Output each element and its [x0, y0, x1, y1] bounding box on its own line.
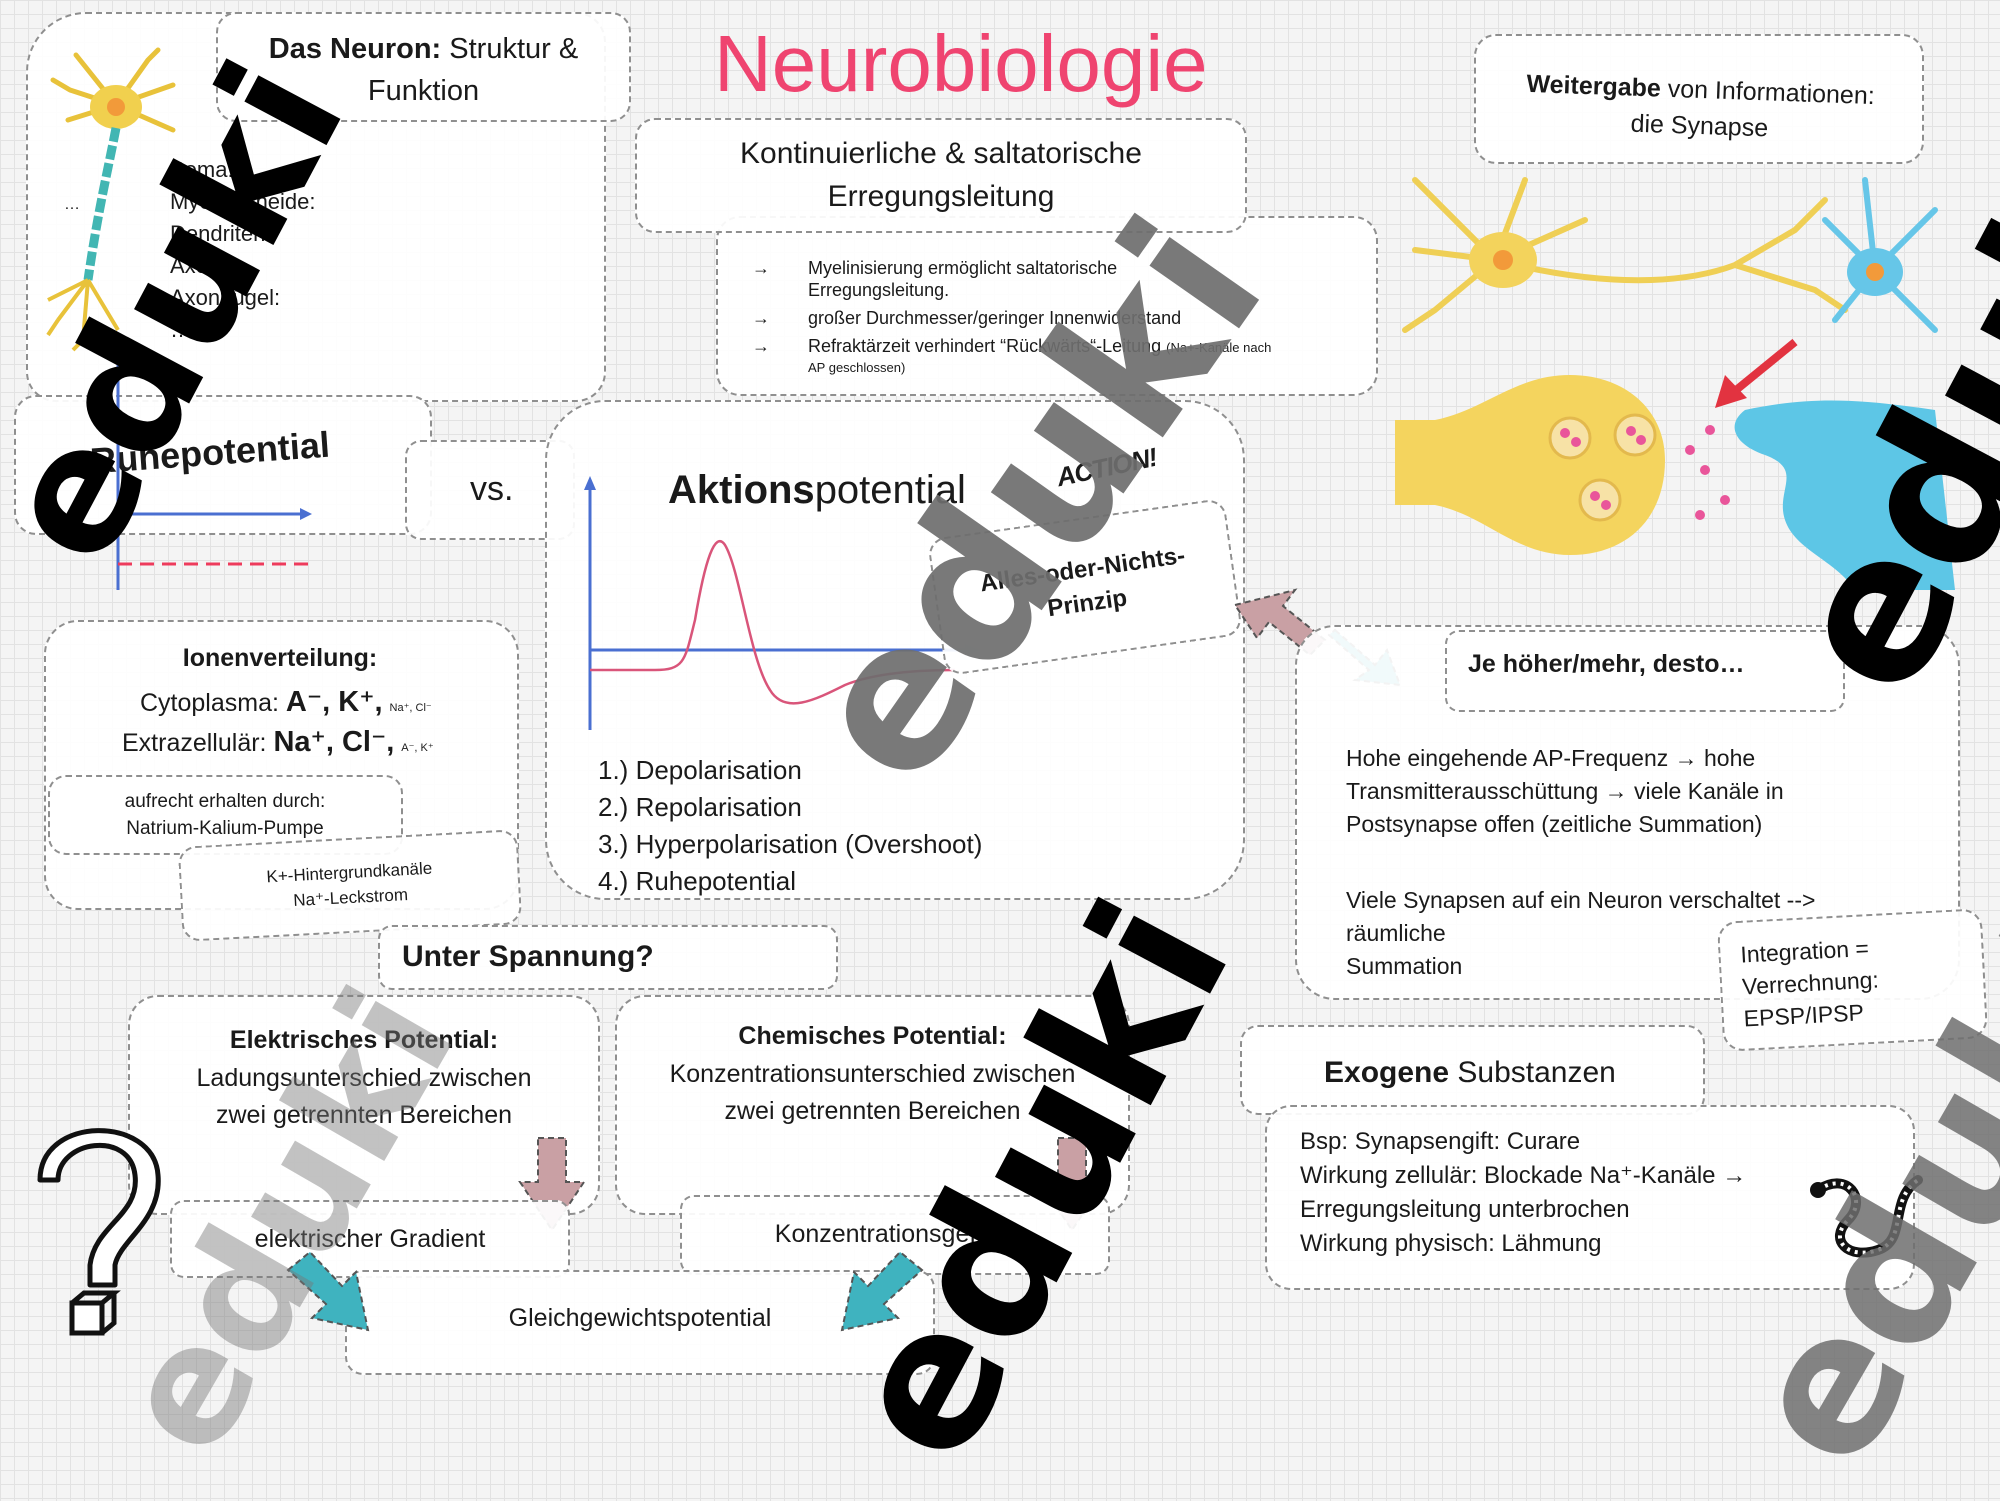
ionen-heading: Ionenverteilung: [182, 644, 378, 672]
equilibrium-label: Gleichgewichtspotential [508, 1304, 772, 1332]
arrow-down-right-icon [286, 1250, 370, 1332]
leitung-heading-box [635, 118, 1247, 233]
desto-line: Summation [1346, 953, 1463, 979]
leitung-bullet: →großer Durchmesser/geringer Innenwiders… [752, 304, 1271, 332]
phase-item: 1.) Depolarisation [598, 755, 802, 785]
elec-text: Ladungsunterschied zwischen zwei getrenn… [128, 1060, 600, 1134]
page-title: Neurobiologie [714, 19, 1208, 108]
arrow-down-icon [518, 1137, 586, 1232]
neuron-heading: Das Neuron: Struktur & Funktion [268, 33, 579, 107]
desto-heading: Je höher/mehr, desto… [1468, 650, 1745, 678]
chem-card [615, 995, 1130, 1215]
elec-gradient: elektrischer Gradient [254, 1225, 486, 1253]
chem-gradient: Konzentrationsgefälle [774, 1220, 1016, 1248]
desto-line: räumliche [1346, 920, 1446, 946]
leitung-bullets: →Myelinisierung ermöglicht saltatorische… [752, 254, 1271, 382]
arrow-right-icon: → [752, 258, 770, 278]
neuron-part: Axonhügel: [170, 285, 281, 310]
arrow-down-left-icon [840, 1250, 924, 1332]
chem-text: Konzentrationsunterschied zwischen zwei … [615, 1056, 1130, 1130]
spannung-heading: Unter Spannung? [402, 940, 654, 973]
ruhe-heading-box [14, 395, 432, 535]
aktion-heading: Aktionspotential [668, 468, 966, 512]
neuron-side-dots: … [64, 196, 80, 213]
phase-item: 2.) Repolarisation [598, 792, 802, 822]
integration-text: Integration = Verrechnung: EPSP/IPSP [1740, 931, 1882, 1034]
ruhe-graph [112, 344, 312, 590]
leitung-bullet-cont: AP geschlossen) [808, 360, 906, 375]
desto-line: Postsynapse offen (zeitliche Summation) [1346, 811, 1763, 837]
spannung-heading-box [378, 925, 838, 990]
ionen-extrazellulaer: Extrazellulär: Na⁺, Cl⁻, A⁻, K⁺ [122, 726, 434, 758]
exogen-heading: Exogene Substanzen [1324, 1056, 1616, 1089]
neuron-parts-list: Soma: Myelinscheide: Dendriten: Axon: Ax… [170, 154, 316, 346]
elec-card [128, 995, 600, 1215]
elec-line: Ladungsunterschied zwischen [196, 1064, 532, 1092]
question-mark-icon [37, 1128, 161, 1336]
synapse-illustration [1395, 177, 1955, 590]
chem-line: zwei getrennten Bereichen [724, 1097, 1021, 1125]
exogen-line: Bsp: Synapsengift: Curare [1300, 1128, 1581, 1155]
elec-heading: Elektrisches Potential: [229, 1026, 499, 1054]
neuron-part: Dendriten: [170, 221, 272, 246]
chem-heading: Chemisches Potential: [738, 1022, 1007, 1050]
synapse-heading: Weitergabe von Informationen: die Synaps… [1526, 69, 1876, 143]
arrow-right-icon: → [752, 336, 770, 356]
exogen-heading-box [1240, 1025, 1705, 1115]
neuron-heading-box [216, 12, 631, 122]
snake-icon [1810, 1175, 1923, 1258]
neuron-part: Myelinscheide: [170, 189, 316, 214]
desto-p1: Hohe eingehende AP-Frequenz → hohe Trans… [1346, 742, 1784, 841]
chem-line: Konzentrationsunterschied zwischen [669, 1060, 1076, 1088]
phase-item: 4.) Ruhepotential [598, 866, 797, 896]
desto-line: Transmitterausschüttung → viele Kanäle i… [1346, 778, 1784, 804]
pump-text: aufrecht erhalten durch:Natrium-Kalium-P… [124, 791, 326, 839]
leitung-card [716, 216, 1378, 396]
synapse-heading-box [1474, 34, 1924, 164]
phase-item: 3.) Hyperpolarisation (Overshoot) [598, 829, 983, 859]
elec-line: zwei getrennten Bereichen [215, 1101, 513, 1129]
exogen-card [1265, 1105, 1915, 1290]
leitung-bullet: →Myelinisierung ermöglicht saltatorische [752, 254, 1271, 282]
elec-gradient-box [170, 1200, 570, 1278]
neuron-illustration [46, 47, 176, 352]
aktion-phases: 1.) Depolarisation 2.) Repolarisation 3.… [598, 752, 982, 900]
neuron-part: … [170, 317, 192, 342]
exogen-line: Wirkung zellulär: Blockade Na⁺-Kanäle → [1300, 1162, 1747, 1189]
arrow-right-icon: → [752, 308, 770, 328]
neuron-part: Axon: [170, 253, 227, 278]
desto-p2: Viele Synapsen auf ein Neuron verschalte… [1346, 884, 1815, 983]
equilibrium-box [345, 1270, 935, 1375]
vs-label: vs. [470, 470, 514, 508]
exogen-lines: Bsp: Synapsengift: Curare Wirkung zellul… [1300, 1125, 1746, 1261]
desto-line: Hohe eingehende AP-Frequenz → hohe [1346, 745, 1756, 771]
exogen-line: Wirkung physisch: Lähmung [1300, 1230, 1602, 1257]
ionen-cytoplasma: Cytoplasma: A⁻, K⁺, Na⁺, Cl⁻ [140, 686, 432, 718]
desto-heading-box [1445, 630, 1845, 712]
exogen-line: Erregungsleitung unterbrochen [1300, 1196, 1630, 1223]
neuron-part: Soma: [170, 157, 234, 182]
leitung-bullet: →Refraktärzeit verhindert “Rückwärts“-Le… [752, 332, 1271, 362]
leitung-bullet-cont: Erregungsleitung. [808, 280, 950, 300]
arrow-down-icon [1038, 1137, 1106, 1232]
desto-line: Viele Synapsen auf ein Neuron verschalte… [1346, 887, 1816, 913]
